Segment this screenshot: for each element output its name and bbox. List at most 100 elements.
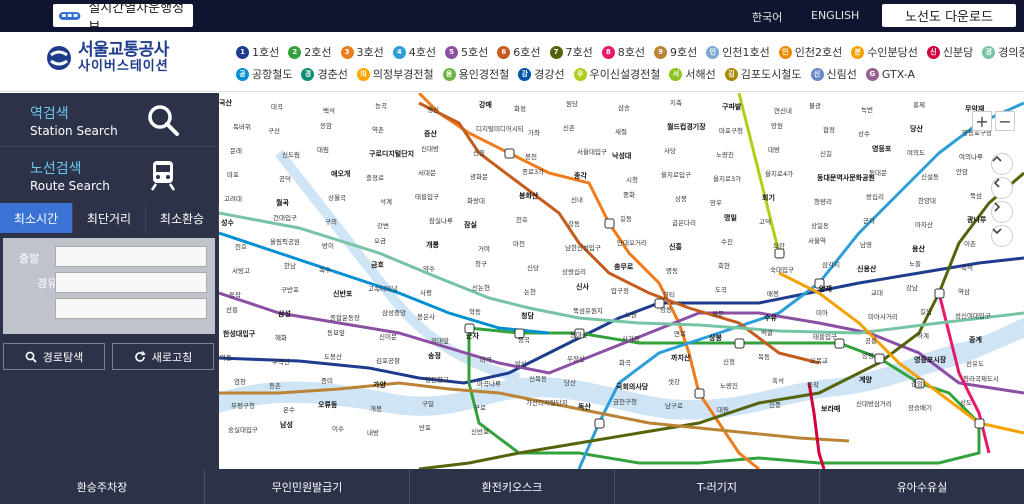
- station-label[interactable]: 아차산: [915, 220, 933, 229]
- station-label[interactable]: 이촌: [964, 239, 976, 248]
- station-label[interactable]: 마천: [513, 239, 525, 248]
- station-label[interactable]: 까치산: [671, 353, 691, 362]
- station-label[interactable]: 발산: [515, 359, 527, 368]
- station-label[interactable]: 한성대입구: [223, 329, 256, 338]
- station-label[interactable]: 신대방: [421, 144, 439, 153]
- station-label[interactable]: 성신여대입구: [955, 311, 991, 320]
- station-label[interactable]: 가산디지털단지: [526, 398, 568, 407]
- station-label[interactable]: 개봉: [370, 404, 382, 413]
- transfer-parking-link[interactable]: 환승주차장: [0, 469, 205, 504]
- station-label[interactable]: 봉천: [525, 152, 537, 161]
- tab-min-transfer[interactable]: 최소환승: [146, 203, 219, 233]
- station-label[interactable]: 구의: [325, 217, 337, 226]
- station-label[interactable]: 구로: [474, 404, 486, 412]
- station-label[interactable]: 논현: [524, 288, 536, 296]
- route-search-button[interactable]: 경로탐색: [3, 343, 105, 370]
- station-label[interactable]: 보라매: [821, 404, 840, 413]
- station-label[interactable]: 월곡: [276, 198, 289, 207]
- station-label[interactable]: 성수: [221, 218, 234, 227]
- station-label[interactable]: 석계: [380, 197, 392, 206]
- station-label[interactable]: 대방: [768, 145, 780, 154]
- station-label[interactable]: 사가정: [622, 334, 640, 343]
- station-label[interactable]: 여의도: [907, 148, 925, 157]
- pan-left-button[interactable]: [991, 177, 1013, 199]
- line-legend-item[interactable]: 경경의중앙: [982, 44, 1024, 60]
- station-label[interactable]: 오류동: [318, 400, 338, 409]
- station-label[interactable]: 상월곡: [328, 193, 346, 202]
- station-label[interactable]: 외대앞: [431, 337, 449, 345]
- station-label[interactable]: 동작: [229, 290, 241, 299]
- station-label[interactable]: 한남: [284, 261, 296, 270]
- station-label[interactable]: 신내: [571, 195, 583, 204]
- station-label[interactable]: 천호: [235, 242, 247, 251]
- station-label[interactable]: 면목: [674, 329, 686, 338]
- station-label[interactable]: 노량진: [720, 381, 738, 390]
- station-label[interactable]: 불광: [809, 101, 821, 110]
- station-label[interactable]: 서빙고: [232, 266, 250, 275]
- station-label[interactable]: 노들: [909, 260, 921, 268]
- station-label[interactable]: 광화문: [470, 173, 488, 181]
- station-label[interactable]: 모란: [773, 242, 785, 250]
- station-label[interactable]: 도봉산: [324, 352, 342, 361]
- station-label[interactable]: 망원: [771, 121, 783, 130]
- station-label[interactable]: 상수: [858, 129, 870, 138]
- station-label[interactable]: 수락산: [272, 357, 290, 366]
- station-label[interactable]: 영등포구청: [962, 128, 992, 137]
- pan-down-button[interactable]: [991, 225, 1013, 247]
- station-label[interactable]: 매봉: [767, 290, 779, 298]
- station-label[interactable]: 홍제: [913, 100, 925, 109]
- station-label[interactable]: 단대오거리: [617, 238, 647, 247]
- station-label[interactable]: 을지로입구: [661, 170, 691, 179]
- station-label[interactable]: 공릉: [865, 337, 877, 345]
- station-label[interactable]: 상왕십리: [562, 267, 586, 276]
- station-label[interactable]: 흑석: [772, 376, 784, 385]
- station-label[interactable]: 삼성중앙: [382, 308, 406, 317]
- station-label[interactable]: 신용산: [857, 264, 877, 273]
- exchange-kiosk-link[interactable]: 환전키오스크: [410, 469, 615, 504]
- station-label[interactable]: 회현: [718, 262, 730, 270]
- station-label[interactable]: 노량진: [716, 150, 734, 159]
- station-label[interactable]: 남영: [860, 240, 872, 249]
- station-label[interactable]: 능곡: [375, 102, 387, 110]
- station-label[interactable]: 녹번: [861, 105, 873, 114]
- station-label[interactable]: 구로디지털단지: [369, 149, 414, 158]
- station-label[interactable]: 사평: [420, 288, 432, 297]
- station-label[interactable]: 선유도: [966, 359, 984, 368]
- station-label[interactable]: 충정로: [366, 173, 384, 182]
- nursing-room-link[interactable]: 유아수유실: [896, 480, 948, 494]
- station-label[interactable]: 먹골: [761, 328, 773, 337]
- station-label[interactable]: 도곡: [715, 286, 727, 294]
- station-label[interactable]: 옥수: [319, 266, 331, 274]
- station-label[interactable]: 굽은다리: [672, 218, 696, 227]
- tab-shortest-distance[interactable]: 최단거리: [73, 203, 146, 233]
- station-label[interactable]: 백석: [323, 106, 335, 115]
- station-label[interactable]: 구산: [268, 126, 280, 135]
- station-label[interactable]: 잠실: [464, 220, 477, 229]
- station-label[interactable]: 오목교: [810, 357, 828, 365]
- station-label[interactable]: 청담: [521, 311, 534, 320]
- station-label[interactable]: 신림: [473, 148, 485, 157]
- station-label[interactable]: 신대방삼거리: [856, 399, 892, 408]
- station-label[interactable]: 상일동: [811, 221, 829, 230]
- station-label[interactable]: 낙성대: [612, 151, 631, 160]
- station-label[interactable]: 뚝섬유원지: [573, 306, 603, 315]
- station-label[interactable]: 염창: [234, 378, 246, 386]
- station-label[interactable]: 선릉: [226, 305, 238, 314]
- station-label[interactable]: 내방: [367, 428, 379, 437]
- station-label[interactable]: 애오개: [331, 169, 350, 178]
- station-label[interactable]: 시청: [626, 176, 638, 184]
- station-label[interactable]: 동대문역사문화공원: [817, 173, 875, 182]
- station-label[interactable]: 구반포: [281, 285, 299, 294]
- station-label[interactable]: 금호: [371, 260, 384, 269]
- station-label[interactable]: 종합운동장: [330, 313, 360, 322]
- station-label[interactable]: 영등포: [872, 144, 892, 153]
